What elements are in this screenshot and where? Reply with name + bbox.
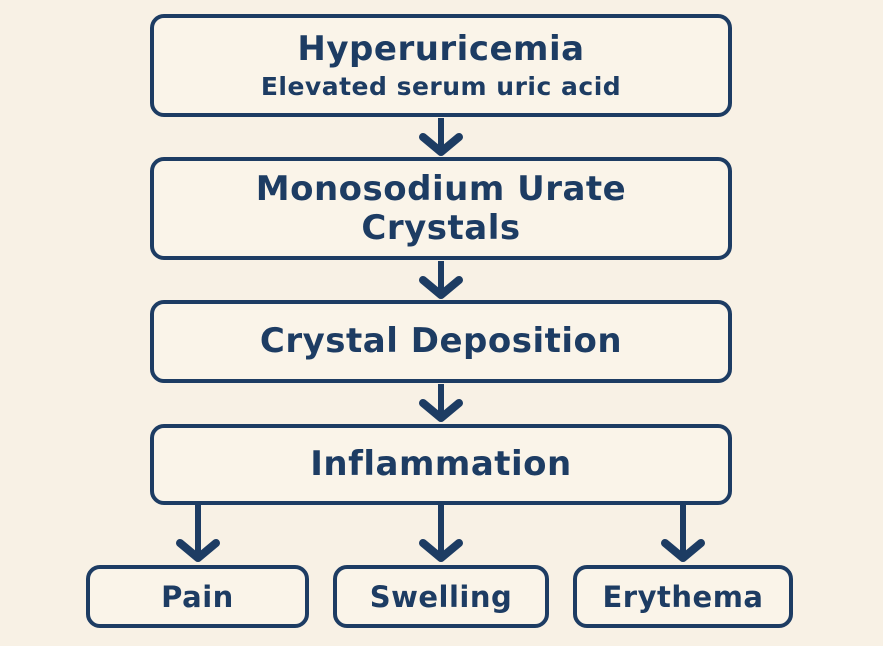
node-inflammation-title: Inflammation <box>310 444 572 485</box>
connector-msu-to-deposition <box>417 261 465 300</box>
connector-inflammation-to-pain <box>174 505 222 563</box>
node-erythema: Erythema <box>573 565 793 628</box>
arrow-down-icon <box>419 505 463 562</box>
node-monosodium-urate-crystals-title: Monosodium Urate Crystals <box>255 169 627 248</box>
node-swelling: Swelling <box>333 565 549 628</box>
arrow-down-icon <box>419 384 463 422</box>
node-hyperuricemia-subtitle: Elevated serum uric acid <box>260 71 622 101</box>
node-hyperuricemia: Hyperuricemia Elevated serum uric acid <box>150 14 732 117</box>
node-hyperuricemia-title: Hyperuricemia <box>297 29 585 70</box>
node-pain-label: Pain <box>161 579 234 614</box>
connector-inflammation-to-swelling <box>417 505 465 563</box>
node-pain: Pain <box>86 565 309 628</box>
node-erythema-label: Erythema <box>602 579 764 614</box>
arrow-down-icon <box>419 118 463 156</box>
connector-deposition-to-inflammation <box>417 384 465 423</box>
arrow-down-icon <box>419 261 463 299</box>
node-inflammation: Inflammation <box>150 424 732 505</box>
node-crystal-deposition: Crystal Deposition <box>150 300 732 383</box>
node-crystal-deposition-title: Crystal Deposition <box>259 321 623 362</box>
connector-hyperuricemia-to-msu <box>417 118 465 157</box>
connector-inflammation-to-erythema <box>659 505 707 563</box>
arrow-down-icon <box>176 505 220 562</box>
node-monosodium-urate-crystals: Monosodium Urate Crystals <box>150 157 732 260</box>
node-swelling-label: Swelling <box>369 579 513 614</box>
arrow-down-icon <box>661 505 705 562</box>
